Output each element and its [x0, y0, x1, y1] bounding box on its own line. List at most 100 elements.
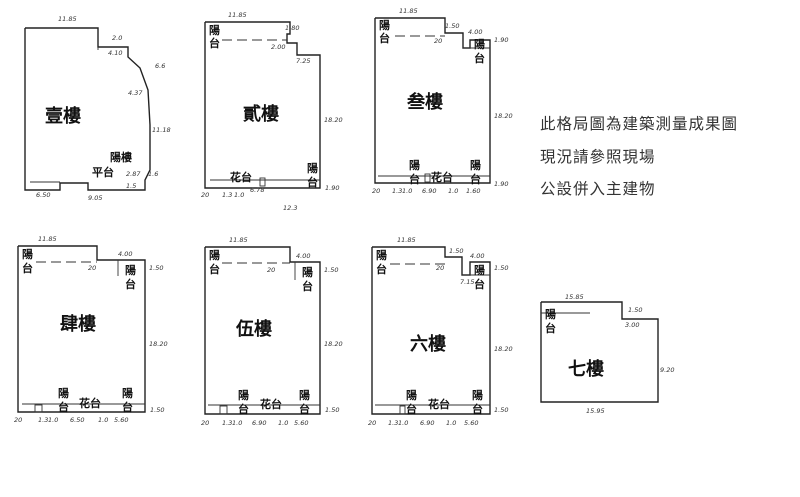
floor-1-platform-label: 平台 — [92, 165, 114, 179]
floor-6-dim-e: 1.50 — [494, 264, 508, 272]
floor-3-dim-right: 18.20 — [494, 112, 513, 120]
floor-3-dim-i: 1.0 — [402, 187, 412, 195]
floor-2-dim-i: 1.0 — [234, 191, 244, 199]
floor-1-dim-right: 11.18 — [152, 126, 171, 134]
floor-2-dim-h: 1.3 — [222, 191, 232, 199]
floor-1-dim-bottom: 9.05 — [88, 194, 102, 202]
floor-6-right-balcony-2: 台 — [474, 277, 485, 291]
floor-2-plan: 陽 台 貳樓 花台 陽 台 11.85 1.80 2.00 7.25 18.20… — [201, 11, 343, 212]
floor-2-bottom-balcony-2: 台 — [307, 175, 318, 189]
floor-6-dim-b: 4.00 — [470, 252, 484, 260]
floor-6-dim-f: 1.50 — [494, 406, 508, 414]
floor-2-dim-b: 2.00 — [271, 43, 285, 51]
floor-4-dim-a: 4.00 — [118, 250, 132, 258]
floor-6-br-balcony-1: 陽 — [472, 388, 483, 402]
floor-4-label: 肆樓 — [60, 313, 96, 335]
floor-4-bottom-balcony-1: 陽 — [58, 386, 69, 400]
floor-1-label: 壹樓 — [45, 105, 81, 127]
floor-4-br-balcony-2: 台 — [122, 400, 133, 414]
floor-1-dim-g: 1.5 — [126, 182, 136, 190]
floor-2-dim-right: 18.20 — [324, 116, 343, 124]
floor-7-dim-right: 9.20 — [660, 366, 674, 374]
floor-6-label: 六樓 — [410, 333, 446, 355]
floor-4-br-balcony-1: 陽 — [122, 386, 133, 400]
floor-6-plan: 陽 台 陽 台 六樓 陽 台 花台 陽 台 11.85 1.50 4.00 20… — [368, 236, 513, 427]
floor-5-dim-k: 1.0 — [278, 419, 288, 427]
floor-2-top-balcony-2: 台 — [209, 36, 220, 50]
floor-3-dim-c: 20 — [434, 37, 442, 45]
floor-4-dim-i: 1.0 — [48, 416, 58, 424]
floor-3-dim-b: 4.00 — [468, 28, 482, 36]
floor-5-dim-right: 18.20 — [324, 340, 343, 348]
floor-2-flower-label: 花台 — [230, 170, 252, 184]
floor-7-dim-top: 15.85 — [565, 293, 584, 301]
floor-5-dim-j: 6.90 — [252, 419, 266, 427]
floor-5-dim-d: 1.50 — [325, 406, 339, 414]
floor-4-top-balcony-2: 台 — [22, 261, 33, 275]
floor-5-right-balcony-1: 陽 — [302, 265, 313, 279]
floor-6-dim-k: 1.0 — [446, 419, 456, 427]
floor-5-bottom-balcony-1: 陽 — [238, 388, 249, 402]
floor-6-dim-a: 1.50 — [449, 247, 463, 255]
floor-6-dim-h: 1.3 — [388, 419, 398, 427]
floor-3-br-balcony-1: 陽 — [470, 158, 481, 172]
floor-2-top-balcony-1: 陽 — [209, 23, 220, 37]
floor-2-dim-top: 11.85 — [228, 11, 247, 19]
floor-4-dim-b: 20 — [88, 264, 96, 272]
floor-1-dim-top: 11.85 — [58, 15, 77, 23]
floor-6-dim-c: 20 — [436, 264, 444, 272]
floor-5-dim-top: 11.85 — [229, 236, 248, 244]
floor-4-top-balcony-1: 陽 — [22, 247, 33, 261]
floor-4-dim-h: 1.3 — [38, 416, 48, 424]
floor-6-dim-right: 18.20 — [494, 345, 513, 353]
floor-4-bottom-balcony-2: 台 — [58, 400, 69, 414]
floor-3-dim-d: 1.90 — [494, 36, 508, 44]
floor-2-dim-j: 6.78 — [250, 186, 264, 194]
floor-5-br-balcony-1: 陽 — [299, 388, 310, 402]
floor-3-top-balcony-1: 陽 — [379, 18, 390, 32]
floor-5-dim-i: 1.0 — [232, 419, 242, 427]
floor-1-dim-d: 4.37 — [128, 89, 143, 97]
floor-2-dim-note: 12.3 — [283, 204, 297, 212]
floor-6-dim-l: 5.60 — [464, 419, 478, 427]
floor-1-dim-f: 1.6 — [148, 170, 158, 178]
floor-6-bottom-balcony-2: 台 — [406, 402, 417, 416]
floor-5-top-balcony-1: 陽 — [209, 248, 220, 262]
floor-4-dim-d: 1.50 — [150, 406, 164, 414]
floor-4-dim-top: 11.85 — [38, 235, 57, 243]
floor-2-label: 貳樓 — [243, 103, 279, 125]
floor-7-dim-b: 3.00 — [625, 321, 639, 329]
floor-6-top-balcony-2: 台 — [376, 262, 387, 276]
floor-1-stair-label: 陽樓 — [110, 150, 132, 164]
floor-6-dim-i: 1.0 — [398, 419, 408, 427]
floor-4-flower-label: 花台 — [79, 396, 101, 410]
floor-5-right-balcony-2: 台 — [302, 279, 313, 293]
floor-6-right-balcony-1: 陽 — [474, 263, 485, 277]
floor-7-balcony-2: 台 — [545, 321, 556, 335]
floor-4-dim-right: 18.20 — [149, 340, 168, 348]
floor-4-plan: 陽 台 陽 台 肆樓 陽 台 花台 陽 台 11.85 4.00 20 1.50… — [14, 235, 168, 424]
floor-5-top-balcony-2: 台 — [209, 262, 220, 276]
floor-5-label: 伍樓 — [235, 318, 272, 340]
floor-1-dim-b: 4.10 — [108, 49, 122, 57]
floor-2-bottom-balcony-1: 陽 — [307, 161, 318, 175]
floor-5-flower-label: 花台 — [260, 397, 282, 411]
floor-5-dim-h: 1.3 — [222, 419, 232, 427]
floor-6-dim-j: 6.90 — [420, 419, 434, 427]
floor-6-flower-label: 花台 — [428, 397, 450, 411]
floor-3-dim-k: 1.0 — [448, 187, 458, 195]
floor-7-plan: 陽 台 七樓 15.85 1.50 3.00 9.20 15.95 — [540, 293, 674, 415]
floor-1-dim-e: 2.87 — [126, 170, 141, 178]
floor-7-label: 七樓 — [568, 358, 604, 380]
floor-3-label: 叁樓 — [406, 91, 443, 113]
floor-5-dim-l: 5.60 — [294, 419, 308, 427]
floor-5-bottom-balcony-2: 台 — [238, 402, 249, 416]
floor-4-dim-g: 20 — [14, 416, 22, 424]
note-line-2: 現況請參照現場 — [540, 148, 656, 166]
floor-6-dim-top: 11.85 — [397, 236, 416, 244]
floor-3-bottom-balcony-2: 台 — [409, 172, 420, 186]
floor-3-dim-top: 11.85 — [399, 7, 418, 15]
note-line-3: 公設併入主建物 — [540, 180, 656, 198]
floor-1-dim-left: 6.50 — [36, 191, 50, 199]
floor-4-dim-j: 6.50 — [70, 416, 84, 424]
